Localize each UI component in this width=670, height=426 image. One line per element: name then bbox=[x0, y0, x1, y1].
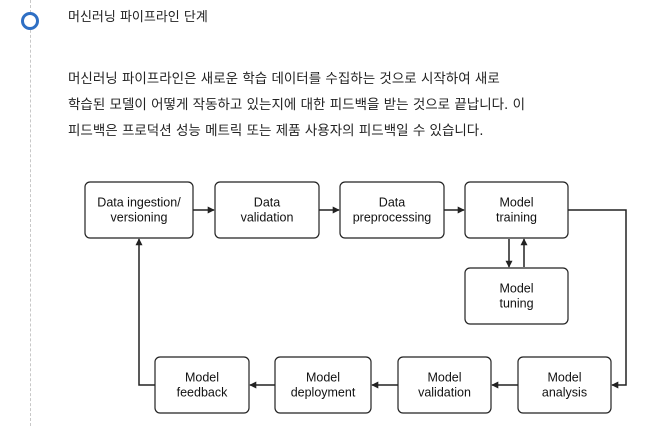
section-heading: 머신러닝 파이프라인 단계 bbox=[68, 10, 208, 25]
node-label: Model bbox=[306, 371, 340, 385]
paragraph-line: 머신러닝 파이프라인은 새로운 학습 데이터를 수집하는 것으로 시작하여 새로 bbox=[68, 71, 500, 87]
timeline-line bbox=[30, 0, 31, 426]
node-label: Data bbox=[254, 196, 280, 210]
node-label: versioning bbox=[111, 211, 168, 225]
node-label: Data ingestion/ bbox=[97, 196, 181, 210]
node-label: Model bbox=[499, 282, 533, 296]
node-box bbox=[274, 356, 372, 414]
node-box bbox=[464, 267, 569, 325]
node-ingestion: Data ingestion/versioning bbox=[84, 181, 194, 239]
node-label: analysis bbox=[542, 386, 587, 400]
paragraph-line: 피드백은 프로덕션 성능 메트릭 또는 제품 사용자의 피드백일 수 있습니다. bbox=[68, 123, 484, 139]
node-label: tuning bbox=[499, 297, 533, 311]
node-label: Model bbox=[499, 196, 533, 210]
node-label: Model bbox=[427, 371, 461, 385]
node-box bbox=[397, 356, 492, 414]
node-box bbox=[464, 181, 569, 239]
node-box bbox=[517, 356, 612, 414]
node-label: deployment bbox=[291, 386, 356, 400]
edge-training-to-analysis bbox=[568, 209, 627, 389]
node-label: Data bbox=[379, 196, 405, 210]
node-label: training bbox=[496, 211, 537, 225]
node-box bbox=[84, 181, 194, 239]
node-box bbox=[154, 356, 250, 414]
node-label: feedback bbox=[177, 386, 228, 400]
section-paragraph: 머신러닝 파이프라인은 새로운 학습 데이터를 수집하는 것으로 시작하여 새로… bbox=[68, 66, 638, 144]
node-box bbox=[339, 181, 445, 239]
node-label: preprocessing bbox=[353, 211, 432, 225]
node-label: Model bbox=[547, 371, 581, 385]
node-label: Model bbox=[185, 371, 219, 385]
step-bullet-icon bbox=[21, 12, 39, 30]
node-label: validation bbox=[418, 386, 471, 400]
paragraph-line: 학습된 모델이 어떻게 작동하고 있는지에 대한 피드백을 받는 것으로 끝납니… bbox=[68, 97, 526, 113]
node-box bbox=[214, 181, 320, 239]
node-label: validation bbox=[241, 211, 294, 225]
edge-feedback-to-ingestion bbox=[135, 238, 155, 386]
